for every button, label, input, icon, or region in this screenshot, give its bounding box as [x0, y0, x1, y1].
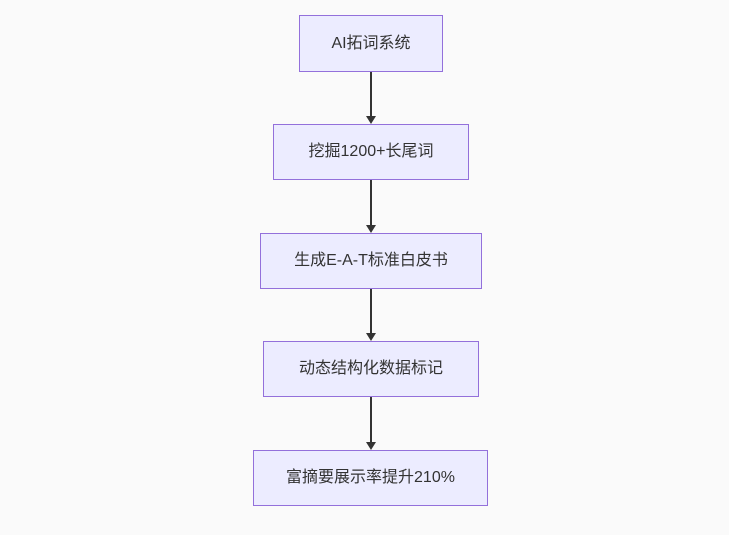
node-generate-eat-whitepaper: 生成E-A-T标准白皮书 — [260, 233, 482, 289]
node-label: AI拓词系统 — [331, 34, 411, 52]
arrow-head-icon — [366, 442, 376, 450]
node-rich-snippet-rate-increase: 富摘要展示率提升210% — [253, 450, 488, 506]
node-label: 挖掘1200+长尾词 — [308, 143, 434, 161]
arrow-line — [370, 180, 372, 225]
node-dynamic-structured-data-markup: 动态结构化数据标记 — [263, 341, 479, 397]
node-label: 富摘要展示率提升210% — [286, 469, 455, 487]
node-label: 生成E-A-T标准白皮书 — [294, 252, 448, 270]
arrow-line — [370, 289, 372, 333]
arrow-head-icon — [366, 333, 376, 341]
node-label: 动态结构化数据标记 — [298, 360, 443, 378]
arrow-n2-n3 — [365, 180, 377, 233]
arrow-head-icon — [366, 116, 376, 124]
arrow-head-icon — [366, 225, 376, 233]
arrow-n3-n4 — [365, 289, 377, 341]
arrow-n4-n5 — [365, 397, 377, 450]
arrow-line — [370, 397, 372, 442]
arrow-line — [370, 72, 372, 116]
node-ai-word-expansion-system: AI拓词系统 — [299, 15, 443, 72]
arrow-n1-n2 — [365, 72, 377, 124]
node-mine-longtail-keywords: 挖掘1200+长尾词 — [273, 124, 469, 180]
